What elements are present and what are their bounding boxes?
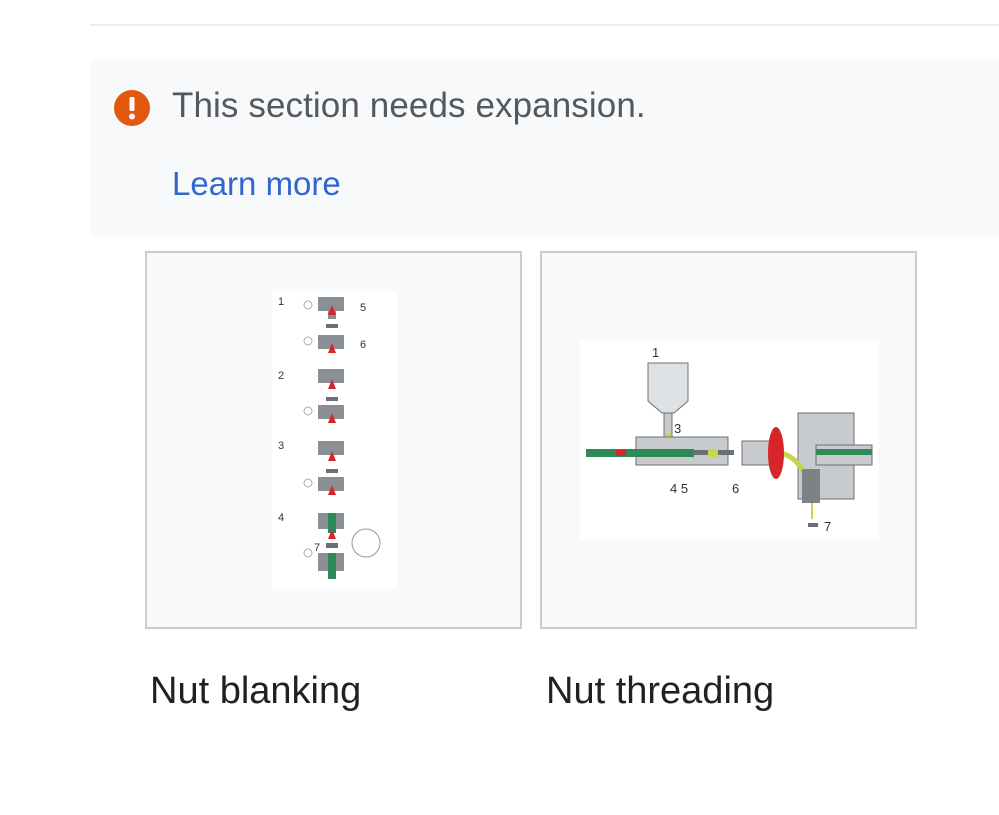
gallery-item-nut-threading[interactable]: 1 2 3 4 5 6 7 [540, 251, 917, 629]
expansion-notice: This section needs expansion. Learn more [90, 60, 999, 236]
caption-nut-blanking: Nut blanking [150, 670, 362, 712]
svg-text:5: 5 [360, 302, 366, 314]
svg-text:7: 7 [314, 542, 320, 554]
section-divider [90, 24, 999, 26]
svg-text:4 5: 4 5 [670, 481, 688, 496]
nut-threading-image: 1 2 3 4 5 6 7 [586, 345, 873, 534]
nut-threading-diagram[interactable]: 1 2 3 4 5 6 7 [580, 341, 879, 540]
notice-message: This section needs expansion. [172, 86, 646, 125]
nut-blanking-image: 1 5 6 2 3 4 7 [278, 296, 381, 579]
svg-text:7: 7 [824, 519, 831, 534]
exclamation-icon [114, 90, 150, 126]
svg-text:3: 3 [278, 440, 284, 452]
learn-more-link[interactable]: Learn more [172, 165, 341, 202]
nut-blanking-diagram[interactable]: 1 5 6 2 3 4 7 [272, 291, 397, 589]
gallery-item-nut-blanking[interactable]: 1 5 6 2 3 4 7 [145, 251, 522, 629]
svg-text:2: 2 [278, 370, 284, 382]
caption-nut-threading: Nut threading [546, 670, 775, 712]
svg-text:4: 4 [278, 512, 284, 524]
svg-text:1: 1 [652, 345, 659, 360]
svg-text:3: 3 [674, 421, 681, 436]
svg-text:1: 1 [278, 296, 284, 308]
svg-text:6: 6 [360, 339, 366, 351]
svg-text:6: 6 [732, 481, 739, 496]
